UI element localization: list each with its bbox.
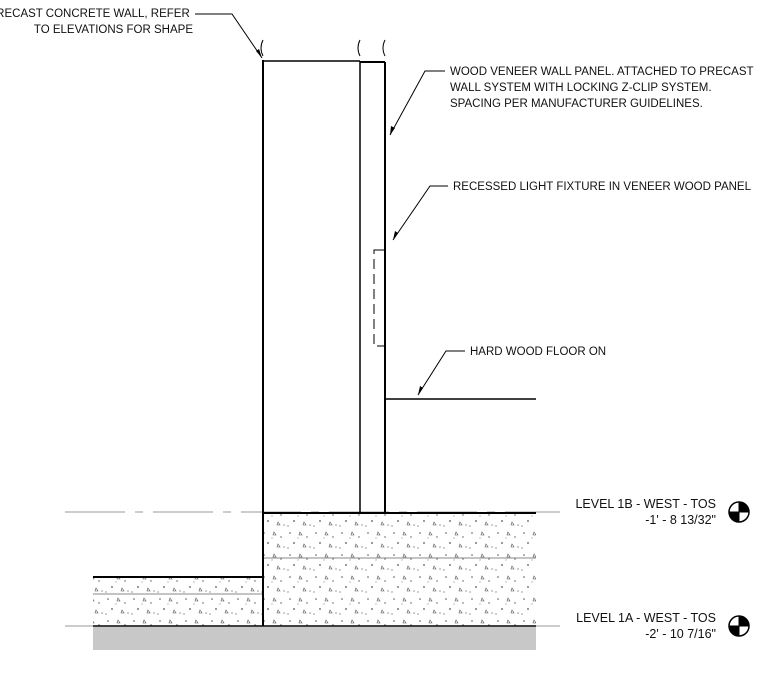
level-1a-datum-icon: [728, 615, 750, 637]
level-1a-elevation: -2' - 10 7/16": [645, 627, 716, 641]
leader-light-fixture: [392, 185, 448, 241]
ground-strip: [93, 627, 536, 650]
slab-level-1b: [263, 513, 536, 626]
level-1b-datum-icon: [728, 501, 750, 523]
note-precast-wall-line: TO ELEVATIONS FOR SHAPE: [34, 24, 193, 36]
note-floor: HARD WOOD FLOOR ON: [470, 346, 606, 358]
recessed-light-fixture: [373, 249, 386, 347]
level-1b-name: LEVEL 1B - WEST - TOS: [575, 497, 716, 511]
break-mark-right: [382, 39, 386, 57]
note-veneer-panel: WOOD VENEER WALL PANEL. ATTACHED TO PREC…: [450, 66, 757, 110]
leader-precast-wall: [195, 13, 263, 59]
note-veneer-panel-line: WALL SYSTEM WITH LOCKING Z-CLIP SYSTEM.: [450, 82, 712, 94]
note-precast-wall: PRECAST CONCRETE WALL, REFER TO ELEVATIO…: [0, 8, 193, 36]
note-veneer-panel-line: WOOD VENEER WALL PANEL. ATTACHED TO PREC…: [450, 66, 754, 78]
leader-floor: [417, 350, 465, 396]
leader-veneer-panel: [389, 70, 445, 136]
slab-level-1a: [93, 578, 263, 626]
note-veneer-panel-line: SPACING PER MANUFACTURER GUIDELINES.: [450, 98, 703, 110]
break-mark-left: [260, 39, 264, 57]
level-1a-name: LEVEL 1A - WEST - TOS: [576, 611, 716, 625]
note-floor-line: HARD WOOD FLOOR ON: [470, 346, 606, 358]
note-light-fixture: RECESSED LIGHT FIXTURE IN VENEER WOOD PA…: [453, 181, 752, 193]
note-precast-wall-line: PRECAST CONCRETE WALL, REFER: [0, 8, 190, 20]
break-mark-mid: [357, 39, 361, 57]
level-1b-elevation: -1' - 8 13/32": [645, 513, 716, 527]
note-light-fixture-line: RECESSED LIGHT FIXTURE IN VENEER WOOD PA…: [453, 181, 752, 193]
